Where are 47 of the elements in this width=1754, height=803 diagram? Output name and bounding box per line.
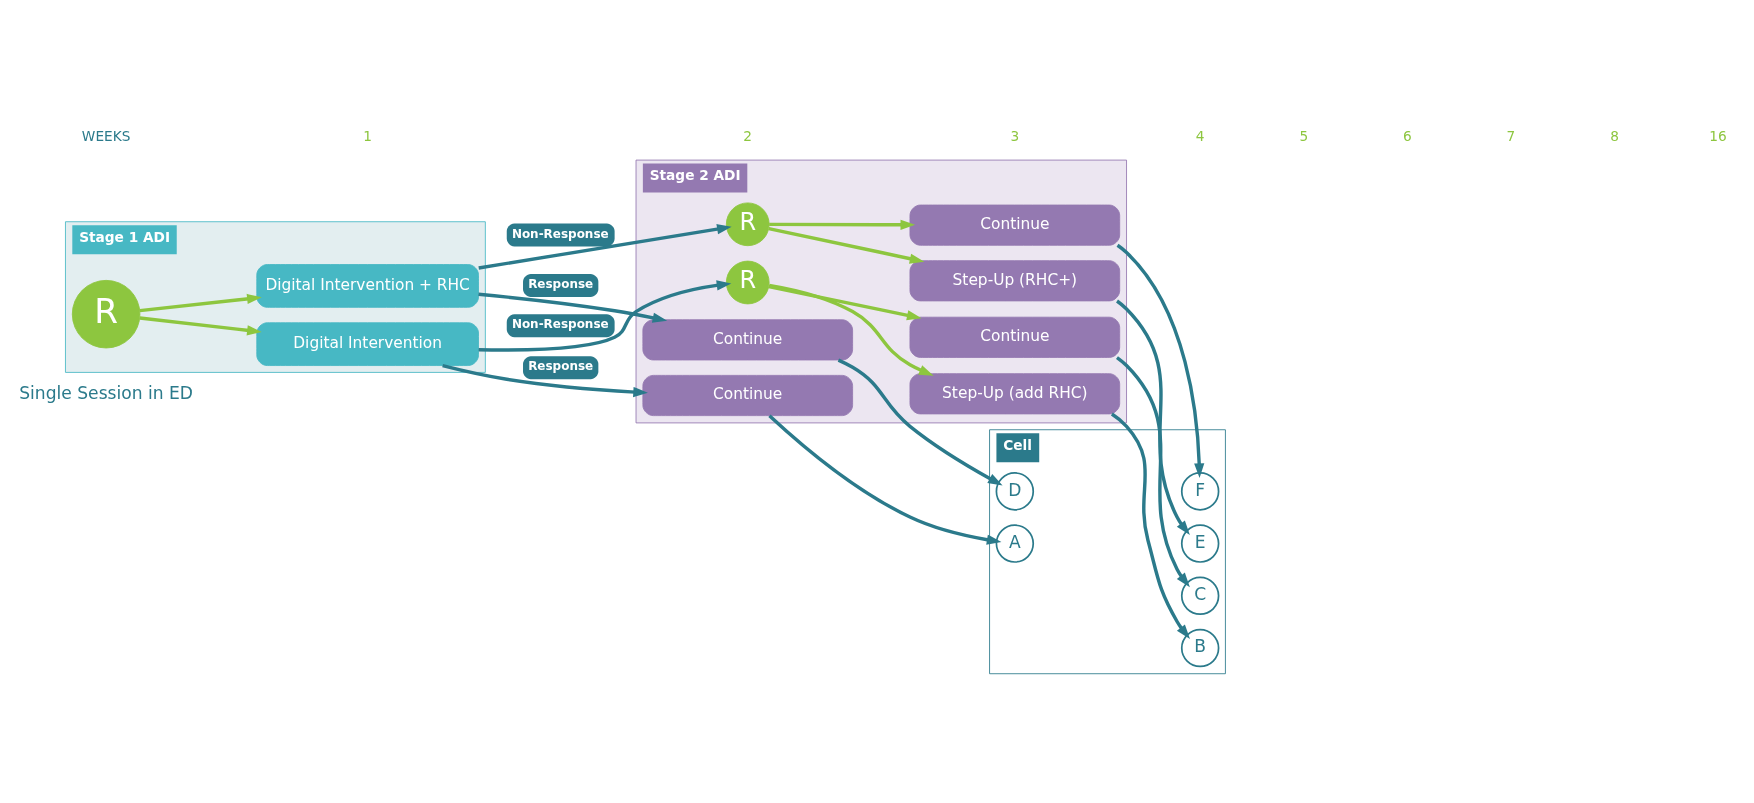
label: 5: [1299, 128, 1309, 145]
node-circle: R: [725, 260, 770, 305]
arrow: [768, 283, 934, 376]
label: 8: [1610, 128, 1619, 145]
node-box: Continue: [909, 204, 1121, 246]
node-box: Digital Intervention + RHC: [256, 264, 479, 308]
arrow: [1116, 299, 1190, 535]
node-circle: A: [995, 524, 1035, 563]
arrow: [442, 363, 648, 398]
node-box: Digital Intervention: [256, 322, 479, 366]
node-circle: E: [1180, 524, 1220, 563]
node-circle: B: [1180, 628, 1220, 668]
arrow: [768, 226, 925, 264]
arrow: [478, 292, 668, 323]
edge-label: Response: [528, 277, 594, 292]
node-circle: C: [1180, 576, 1220, 616]
arrow: [768, 285, 922, 321]
label: 2: [743, 128, 753, 145]
node-circle: F: [1180, 472, 1220, 511]
label: 16: [1709, 128, 1727, 145]
node-box: Step-Up (RHC+): [909, 260, 1121, 302]
label: 1: [363, 128, 372, 145]
arrow: [1116, 243, 1205, 478]
label: WEEKS: [81, 128, 131, 145]
label: 4: [1195, 128, 1205, 145]
node-box: Continue: [642, 319, 854, 361]
label: 3: [1010, 128, 1020, 145]
edge-label: Response: [528, 359, 594, 374]
arrow: [837, 358, 1003, 486]
label: 7: [1506, 128, 1516, 145]
label: 6: [1402, 128, 1412, 145]
label: Single Session in ED: [19, 382, 194, 403]
node-circle: R: [725, 202, 770, 247]
arrow: [1116, 356, 1190, 588]
node-box: Continue: [642, 374, 854, 417]
arrow: [769, 219, 916, 230]
edge-label: Non-Response: [511, 226, 609, 241]
arrow: [139, 316, 262, 336]
arrow: [139, 293, 262, 313]
node-box: Step-Up (add RHC): [909, 373, 1121, 415]
node-box: Continue: [909, 316, 1121, 358]
node-circle: D: [995, 472, 1035, 511]
arrow: [1110, 412, 1190, 639]
arrow: [768, 414, 1002, 545]
edge-label: Non-Response: [511, 317, 609, 332]
arrow: [478, 280, 732, 352]
node-circle: R: [71, 279, 141, 349]
